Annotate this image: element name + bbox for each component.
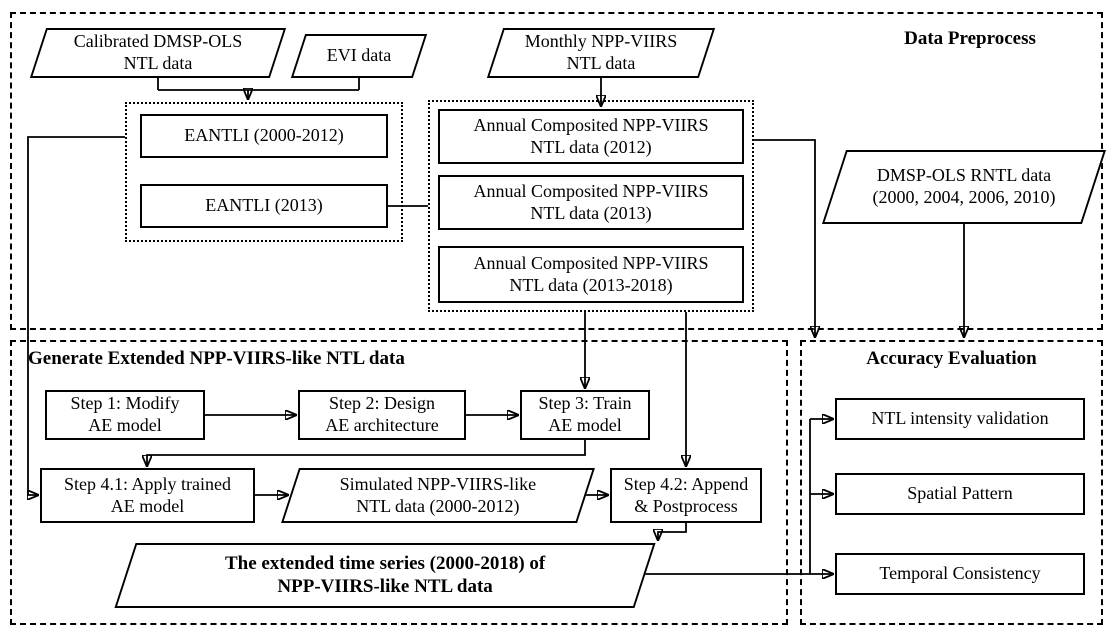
node-extended-time-series: The extended time series (2000-2018) of … [114, 543, 656, 608]
node-calibrated-dmsp-ols-ntl-label: Calibrated DMSP-OLS NTL data [73, 31, 243, 73]
node-simulated-npp-viirs-like: Simulated NPP-VIIRS-like NTL data (2000-… [281, 468, 595, 523]
group-eantli [125, 102, 403, 242]
node-calibrated-dmsp-ols-ntl: Calibrated DMSP-OLS NTL data [29, 28, 287, 78]
node-annual-composited-2012: Annual Composited NPP-VIIRS NTL data (20… [438, 109, 744, 164]
node-temporal-consistency-label: Temporal Consistency [879, 563, 1041, 584]
node-monthly-npp-viirs-ntl: Monthly NPP-VIIRS NTL data [486, 28, 716, 78]
node-annual-composited-2013-label: Annual Composited NPP-VIIRS NTL data (20… [473, 180, 709, 223]
node-eantli-2013: EANTLI (2013) [140, 184, 388, 228]
node-step3-train-ae-model: Step 3: Train AE model [520, 390, 650, 440]
section-accuracy-evaluation [800, 340, 1103, 625]
node-evi-data-label: EVI data [326, 45, 392, 66]
node-simulated-npp-viirs-like-label: Simulated NPP-VIIRS-like NTL data (2000-… [339, 473, 537, 516]
section-data-preprocess [10, 12, 1103, 330]
node-dmsp-ols-rntl-label: DMSP-OLS RNTL data (2000, 2004, 2006, 20… [872, 165, 1056, 207]
node-eantli-2000-2012-label: EANTLI (2000-2012) [184, 125, 344, 146]
section-title-data-preprocess: Data Preprocess [904, 28, 1036, 49]
node-annual-composited-2013: Annual Composited NPP-VIIRS NTL data (20… [438, 175, 744, 230]
node-extended-time-series-label: The extended time series (2000-2018) of … [224, 553, 546, 598]
node-step41-apply-trained-ae-model: Step 4.1: Apply trained AE model [40, 468, 255, 523]
node-spatial-pattern-label: Spatial Pattern [907, 483, 1013, 504]
section-title-accuracy-evaluation: Accuracy Evaluation [866, 348, 1037, 369]
node-temporal-consistency: Temporal Consistency [835, 553, 1085, 595]
node-annual-composited-2013-2018-label: Annual Composited NPP-VIIRS NTL data (20… [473, 252, 709, 295]
node-step2-label: Step 2: Design AE architecture [325, 393, 439, 435]
node-step42-append-postprocess: Step 4.2: Append & Postprocess [610, 468, 762, 523]
node-step3-label: Step 3: Train AE model [538, 393, 632, 435]
node-monthly-npp-viirs-ntl-label: Monthly NPP-VIIRS NTL data [524, 31, 678, 73]
node-step41-label: Step 4.1: Apply trained AE model [64, 473, 231, 516]
node-step42-label: Step 4.2: Append & Postprocess [623, 473, 749, 516]
node-step1-modify-ae-model: Step 1: Modify AE model [45, 390, 205, 440]
node-evi-data: EVI data [290, 34, 428, 78]
node-dmsp-ols-rntl: DMSP-OLS RNTL data (2000, 2004, 2006, 20… [821, 150, 1107, 224]
section-title-generate-extended: Generate Extended NPP-VIIRS-like NTL dat… [28, 348, 405, 369]
node-spatial-pattern: Spatial Pattern [835, 473, 1085, 515]
node-annual-composited-2013-2018: Annual Composited NPP-VIIRS NTL data (20… [438, 246, 744, 303]
node-ntl-intensity-validation: NTL intensity validation [835, 398, 1085, 440]
node-step1-label: Step 1: Modify AE model [70, 393, 180, 435]
node-annual-composited-2012-label: Annual Composited NPP-VIIRS NTL data (20… [473, 114, 709, 157]
node-ntl-intensity-validation-label: NTL intensity validation [871, 408, 1049, 429]
node-step2-design-ae-architecture: Step 2: Design AE architecture [298, 390, 466, 440]
section-generate-extended [10, 340, 788, 625]
group-annual-composited [428, 100, 754, 312]
node-eantli-2013-label: EANTLI (2013) [205, 195, 323, 216]
node-eantli-2000-2012: EANTLI (2000-2012) [140, 114, 388, 158]
